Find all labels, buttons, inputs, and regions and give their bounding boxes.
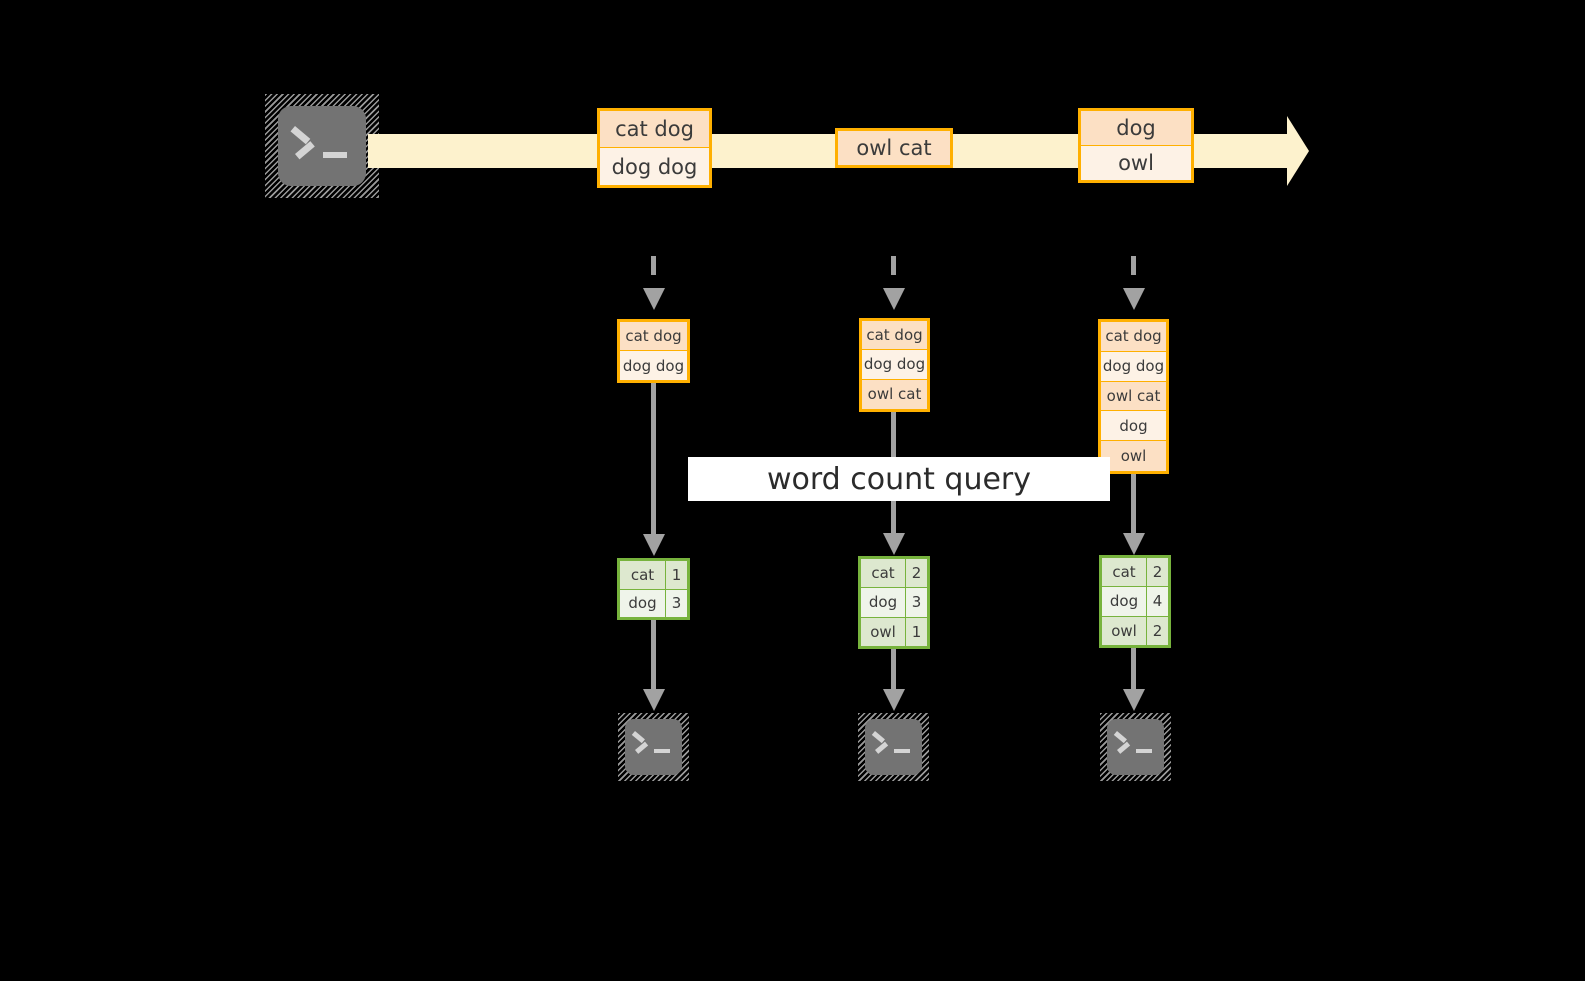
input-row: dog dog — [862, 350, 927, 380]
snapshot-3-count-table: cat 2 dog 4 owl 2 — [1099, 555, 1171, 648]
terminal-body — [865, 719, 922, 775]
snapshot-1-input-table: cat dog dog dog — [617, 319, 690, 383]
sink-connector-1 — [651, 620, 656, 690]
input-row: owl cat — [1101, 381, 1166, 412]
stream-tap-arrow-head-3 — [1123, 288, 1145, 310]
input-row: owl cat — [862, 379, 927, 409]
stream-event-line: owl — [1081, 145, 1191, 180]
stream-event-group-1: cat dog dog dog — [597, 108, 712, 188]
sink-connector-2 — [891, 649, 896, 690]
sink-connector-arrow-head-2 — [883, 689, 905, 711]
count-word: cat — [620, 561, 666, 589]
count-row: cat 2 — [861, 559, 927, 589]
stream-tap-dashed-connector-2 — [891, 256, 896, 289]
stream-event-line: cat dog — [600, 111, 709, 148]
query-connector-1 — [651, 383, 656, 535]
stream-arrow-head — [1287, 116, 1309, 186]
terminal-body — [625, 719, 682, 775]
count-row: owl 2 — [1102, 616, 1168, 645]
stream-event-line: dog — [1081, 111, 1191, 146]
stream-event-line: owl cat — [838, 131, 950, 165]
snapshot-2-input-table: cat dog dog dog owl cat — [859, 318, 930, 412]
count-word: cat — [861, 559, 906, 588]
query-label: word count query — [688, 457, 1110, 501]
stream-event-line: dog dog — [600, 148, 709, 185]
count-value: 1 — [906, 617, 927, 646]
query-connector-arrow-head-3 — [1123, 533, 1145, 555]
count-value: 4 — [1147, 587, 1168, 616]
count-row: cat 1 — [620, 561, 687, 590]
input-row: dog dog — [1101, 351, 1166, 382]
source-terminal-icon — [265, 94, 379, 198]
snapshot-3-sink-terminal-icon — [1100, 713, 1171, 781]
snapshot-2-count-table: cat 2 dog 3 owl 1 — [858, 556, 930, 649]
stream-tap-arrow-head-2 — [883, 288, 905, 310]
count-value: 2 — [1147, 558, 1168, 587]
input-row: cat dog — [1101, 322, 1166, 352]
input-row: dog dog — [620, 351, 687, 380]
sink-connector-arrow-head-1 — [643, 689, 665, 711]
stream-tap-dashed-connector-3 — [1131, 256, 1136, 289]
count-value: 2 — [906, 559, 927, 588]
terminal-prompt-glyph — [265, 94, 379, 198]
count-row: dog 3 — [620, 589, 687, 617]
count-value: 3 — [906, 588, 927, 617]
stream-event-group-2: owl cat — [835, 128, 953, 168]
snapshot-1-sink-terminal-icon — [618, 713, 689, 781]
sink-connector-3 — [1131, 648, 1136, 690]
count-row: cat 2 — [1102, 558, 1168, 588]
count-word: owl — [861, 617, 906, 646]
terminal-body — [1107, 719, 1164, 775]
count-value: 3 — [666, 589, 687, 617]
terminal-prompt-glyph — [858, 713, 929, 781]
snapshot-2-sink-terminal-icon — [858, 713, 929, 781]
stream-tap-dashed-connector-1 — [651, 256, 656, 289]
terminal-prompt-glyph — [1100, 713, 1171, 781]
input-row: dog — [1101, 411, 1166, 442]
count-row: owl 1 — [861, 617, 927, 646]
query-connector-arrow-head-1 — [643, 534, 665, 556]
count-word: owl — [1102, 616, 1147, 645]
snapshot-3-input-table: cat dog dog dog owl cat dog owl — [1098, 319, 1169, 474]
count-value: 1 — [666, 561, 687, 589]
stream-event-group-3: dog owl — [1078, 108, 1194, 183]
count-word: dog — [620, 589, 666, 617]
count-word: cat — [1102, 558, 1147, 587]
snapshot-1-count-table: cat 1 dog 3 — [617, 558, 690, 620]
sink-connector-arrow-head-3 — [1123, 689, 1145, 711]
input-row: cat dog — [620, 322, 687, 351]
count-value: 2 — [1147, 616, 1168, 645]
stream-tap-arrow-head-1 — [643, 288, 665, 310]
count-word: dog — [861, 588, 906, 617]
input-row: owl — [1101, 441, 1166, 471]
count-word: dog — [1102, 587, 1147, 616]
terminal-prompt-glyph — [618, 713, 689, 781]
count-row: dog 4 — [1102, 587, 1168, 617]
input-row: cat dog — [862, 321, 927, 351]
query-connector-3 — [1131, 474, 1136, 534]
terminal-body — [278, 106, 366, 186]
count-row: dog 3 — [861, 588, 927, 618]
query-connector-arrow-head-2 — [883, 533, 905, 555]
